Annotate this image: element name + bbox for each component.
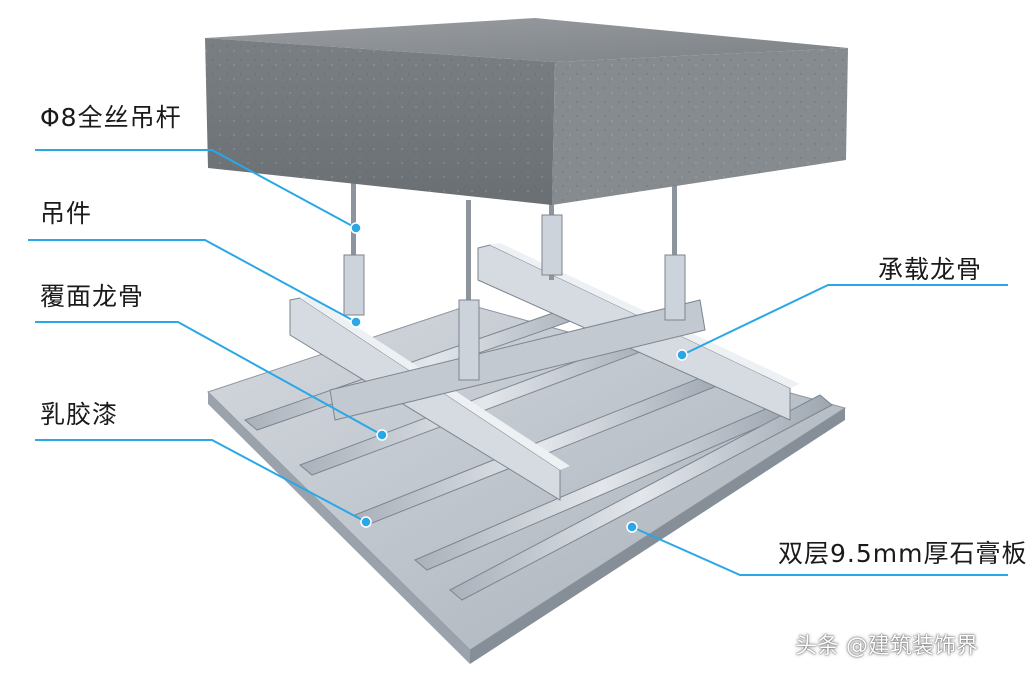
leader-dots [350,222,688,533]
leader-gypsum-board [631,526,1008,576]
leader-main-keel [681,284,1008,356]
label-hanger-rod: Φ8全丝吊杆 [40,103,182,132]
leader-cover-keel [35,321,383,436]
main-keels [289,243,800,501]
label-cover-keel: 覆面龙骨 [40,282,145,311]
leader-hanger [28,239,357,323]
label-gypsum-board: 双层9.5mm厚石膏板 [778,539,1028,568]
label-main-keel: 承载龙骨 [878,255,983,284]
label-latex-paint: 乳胶漆 [40,400,119,429]
leader-hanger-rod [35,149,357,229]
concrete-slab [205,18,848,205]
watermark: 头条 @建筑装饰界 [795,634,978,659]
hangers [343,214,686,381]
leader-lines [28,149,1008,576]
leader-latex-paint [35,439,367,523]
label-hanger: 吊件 [40,199,93,228]
